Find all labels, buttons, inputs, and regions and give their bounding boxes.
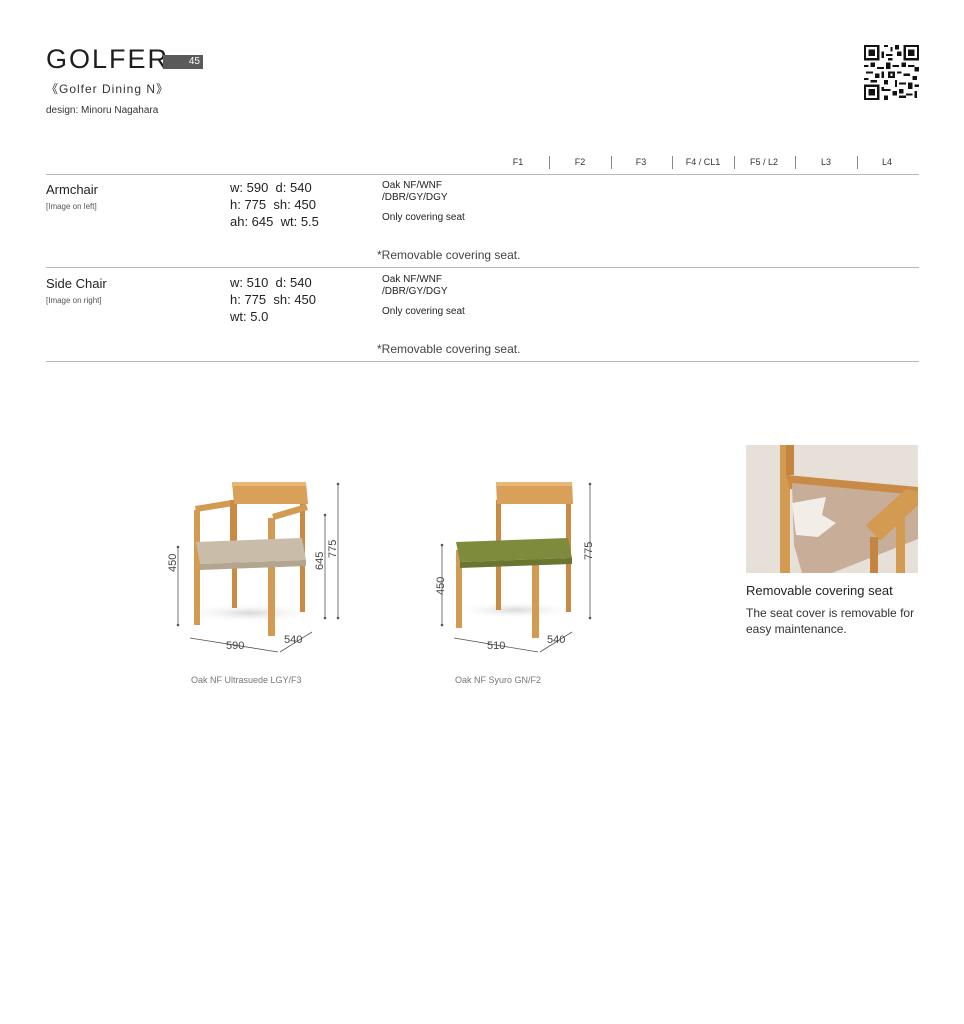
materials-line1-side-chair: Oak NF/WNF <box>382 274 442 285</box>
finish-column-7: L4 <box>881 157 892 167</box>
armchair-dim-width: 590 <box>226 640 245 652</box>
materials-line2-armchair: /DBR/GY/DGY <box>382 192 448 203</box>
materials-line1-armchair: Oak NF/WNF <box>382 180 442 191</box>
armchair-caption: Oak NF Ultrasuede LGY/F3 <box>191 675 302 685</box>
finish-column-1: F1 <box>512 157 524 167</box>
materials-note-armchair: Only covering seat <box>382 212 465 223</box>
table-divider-top <box>46 174 919 175</box>
armchair-dim-height: 775 <box>327 539 339 558</box>
side-chair-seat <box>456 538 572 562</box>
side-chair-dim-height: 775 <box>583 541 595 560</box>
armchair-illustration <box>176 482 340 653</box>
armchair-dim-arm-height: 645 <box>314 551 326 570</box>
removable-section-description: The seat cover is removable for easy mai… <box>746 606 915 636</box>
removable-section-title: Removable covering seat <box>746 583 893 598</box>
product-note-side-chair: [Image on right] <box>46 296 102 305</box>
finish-column-2: F2 <box>574 157 586 167</box>
finish-column-separator <box>672 156 673 169</box>
side-chair-dim-depth: 540 <box>547 634 566 646</box>
finish-column-separator <box>857 156 858 169</box>
side-chair-illustration <box>440 482 592 653</box>
qr-code-icon[interactable] <box>864 45 919 100</box>
product-name-side-chair: Side Chair <box>46 276 107 291</box>
side-chair-dim-seat-height: 450 <box>435 576 447 595</box>
table-divider-middle <box>46 267 919 268</box>
armchair-seat <box>196 538 306 564</box>
product-dimensions-side-chair: w: 510 d: 540 h: 775 sh: 450 wt: 5.0 <box>230 275 317 324</box>
finish-column-separator <box>549 156 550 169</box>
materials-note-side-chair: Only covering seat <box>382 306 465 317</box>
removable-seat-photo <box>746 445 918 573</box>
page-title: GOLFER <box>46 44 170 74</box>
finish-column-5: F5 / L2 <box>749 157 778 167</box>
table-divider-bottom <box>46 361 919 362</box>
product-name-armchair: Armchair <box>46 182 99 197</box>
removable-note-side-chair: *Removable covering seat. <box>377 342 521 356</box>
side-chair-caption: Oak NF Syuro GN/F2 <box>455 675 542 685</box>
finish-column-3: F3 <box>635 157 647 167</box>
product-dimensions-armchair: w: 590 d: 540 h: 775 sh: 450 ah: 645 wt:… <box>230 180 319 229</box>
removable-note-armchair: *Removable covering seat. <box>377 248 521 262</box>
product-subtitle: 《Golfer Dining N》 <box>46 82 170 96</box>
finish-column-6: L3 <box>820 157 831 167</box>
materials-line2-side-chair: /DBR/GY/DGY <box>382 286 448 297</box>
page-number-badge: 45 <box>163 55 203 69</box>
product-note-armchair: [Image on left] <box>46 202 97 211</box>
designer-credit: design: Minoru Nagahara <box>46 105 159 116</box>
armchair-dim-seat-height: 450 <box>167 553 179 572</box>
finish-column-4: F4 / CL1 <box>685 157 721 167</box>
side-chair-dim-width: 510 <box>487 640 506 652</box>
armchair-dim-depth: 540 <box>284 634 303 646</box>
finish-column-separator <box>611 156 612 169</box>
finish-column-separator <box>795 156 796 169</box>
finish-column-separator <box>734 156 735 169</box>
